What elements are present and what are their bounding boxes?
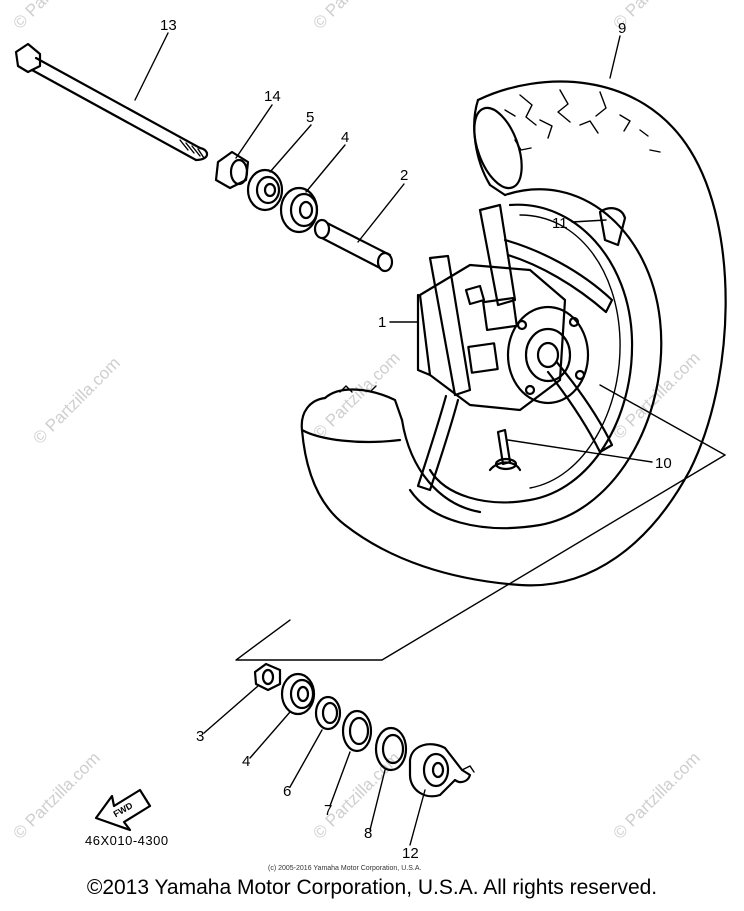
callout-10: 10 (655, 455, 672, 472)
diagram-copyright-small: (c) 2005-2016 Yamaha Motor Corporation, … (268, 865, 421, 872)
callout-4-upper: 4 (341, 129, 349, 146)
callout-8: 8 (364, 825, 372, 842)
valve (488, 428, 522, 472)
callout-12: 12 (402, 845, 419, 862)
watermark-center: © Partzilla.com (309, 348, 403, 442)
diagram-part-number: 46X010-4300 (85, 833, 169, 848)
callout-11: 11 (552, 215, 568, 232)
meter-gear-unit (408, 743, 475, 798)
leader-lines (134, 32, 653, 846)
callout-7: 7 (324, 802, 332, 819)
callout-3: 3 (196, 728, 204, 745)
oil-seal-upper (246, 168, 284, 212)
watermark-bottom-right: © Partzilla.com (609, 748, 703, 842)
callout-5: 5 (306, 109, 314, 126)
exploded-wheel-diagram: © Partzilla.com © Partzilla.com © Partzi… (9, 0, 727, 872)
bearing-upper (279, 186, 319, 234)
callout-2: 2 (400, 167, 408, 184)
balance-weight (598, 207, 627, 247)
washer (341, 709, 373, 753)
callout-13: 13 (160, 17, 177, 34)
collar (214, 150, 250, 190)
callout-1: 1 (378, 314, 386, 331)
callout-6: 6 (283, 783, 291, 800)
spacer (313, 218, 394, 273)
group-bracket (235, 384, 726, 661)
collar-lower (253, 662, 282, 692)
circlip (314, 695, 342, 731)
callout-14: 14 (264, 88, 281, 105)
bearing-lower (280, 672, 316, 716)
watermark-top-left: © Partzilla.com (9, 0, 103, 33)
callouts: 13 14 5 4 2 9 11 1 10 3 4 6 7 8 12 (160, 17, 672, 862)
footer-copyright: ©2013 Yamaha Motor Corporation, U.S.A. A… (86, 876, 658, 899)
oil-seal-lower (374, 726, 408, 772)
watermark-bottom-left: © Partzilla.com (9, 748, 103, 842)
tire (300, 80, 727, 587)
watermark-left: © Partzilla.com (29, 353, 123, 447)
callout-9: 9 (618, 20, 626, 37)
wheel-rim (400, 203, 634, 514)
fwd-arrow-icon: FWD (94, 788, 152, 832)
axle (14, 42, 209, 162)
watermark-right: © Partzilla.com (609, 348, 703, 442)
watermark-top-mid: © Partzilla.com (309, 0, 403, 33)
callout-4-lower: 4 (242, 753, 250, 770)
hub (416, 263, 590, 412)
